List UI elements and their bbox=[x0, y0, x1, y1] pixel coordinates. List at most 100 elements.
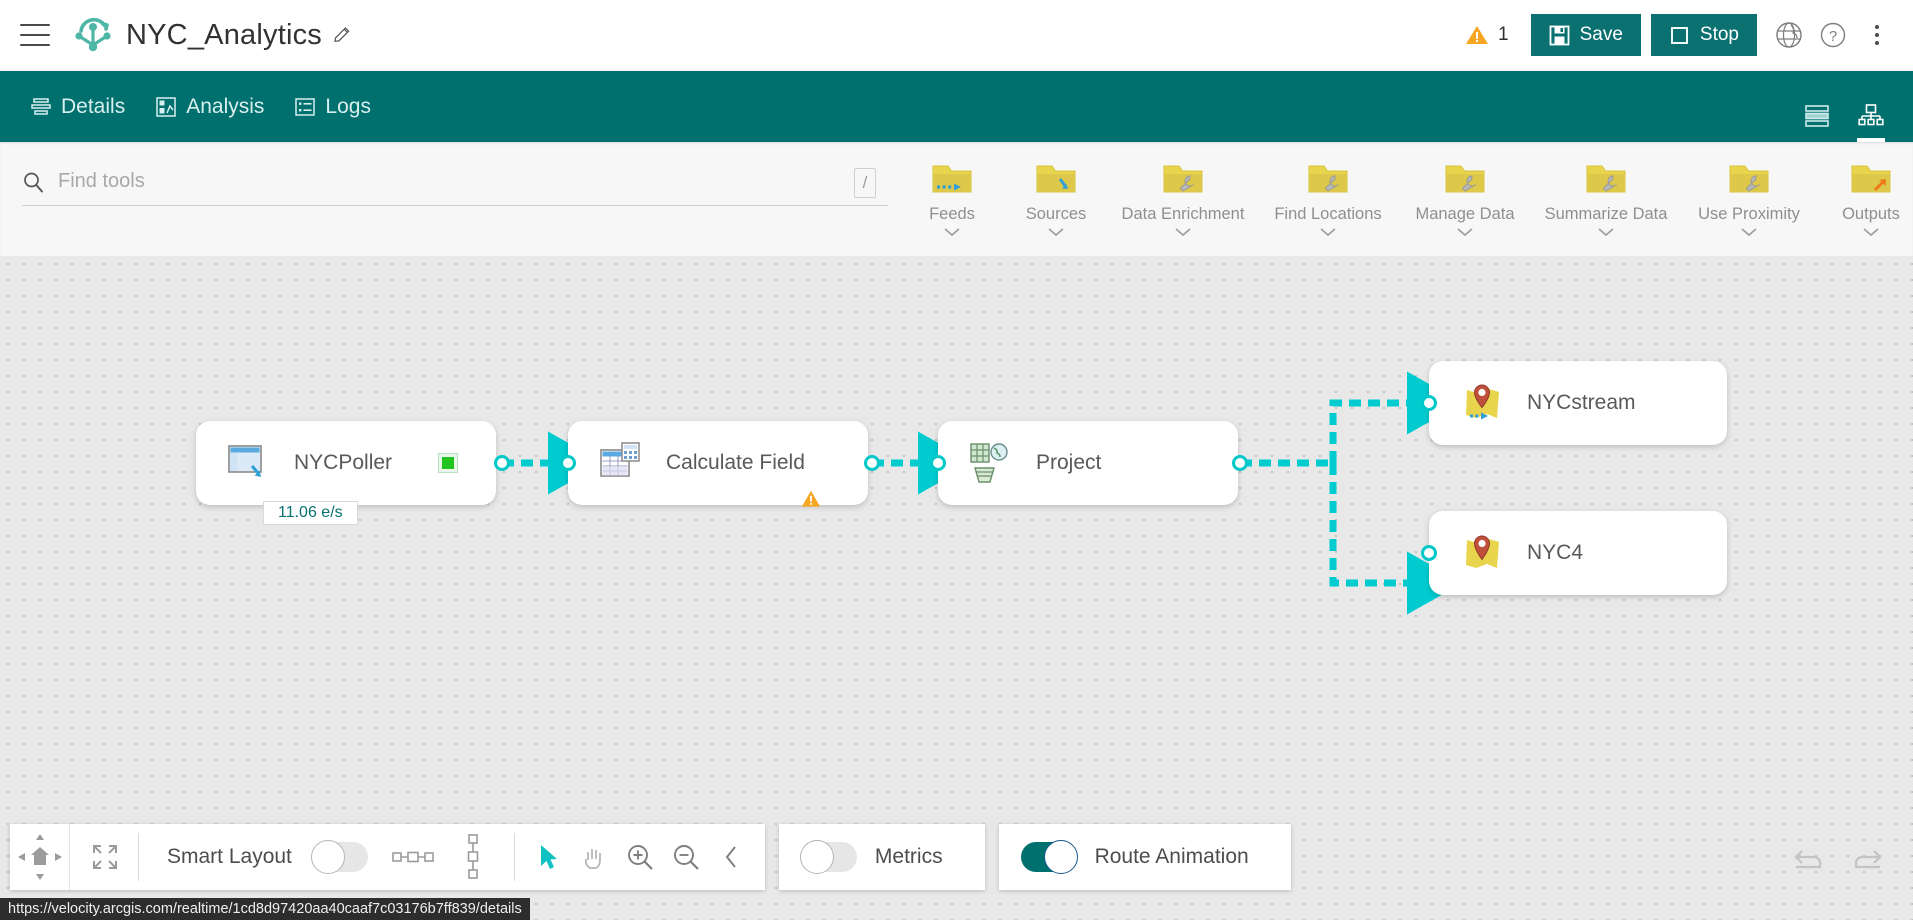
globe-icon[interactable] bbox=[1767, 13, 1811, 57]
chevron-down-icon bbox=[1457, 228, 1473, 237]
folder-tool-icon bbox=[1445, 165, 1485, 193]
feed-poller-icon bbox=[228, 445, 262, 477]
route-animation-label: Route Animation bbox=[1094, 845, 1249, 868]
category-manage-data-label: Manage Data bbox=[1415, 205, 1515, 223]
metrics-label: Metrics bbox=[874, 845, 943, 868]
category-summarize-data[interactable]: Summarize Data bbox=[1532, 158, 1680, 237]
category-find-locations[interactable]: Find Locations bbox=[1258, 158, 1398, 237]
smart-layout-toggle[interactable] bbox=[310, 840, 368, 874]
divider bbox=[513, 833, 515, 881]
route-animation-panel: Route Animation bbox=[998, 824, 1291, 890]
svg-text:?: ? bbox=[1829, 28, 1837, 45]
chevron-down-icon bbox=[1175, 228, 1191, 237]
select-arrow-icon[interactable] bbox=[525, 834, 571, 880]
canvas-tools-panel: Smart Layout bbox=[10, 824, 765, 890]
node-calculate-field-label: Calculate Field bbox=[666, 451, 805, 474]
port-nycstream-in[interactable] bbox=[1421, 395, 1437, 411]
search-icon bbox=[24, 172, 43, 192]
header-actions: 1 Save Stop bbox=[1465, 13, 1913, 57]
zoom-out-icon[interactable] bbox=[663, 834, 709, 880]
port-nycpoller-out[interactable] bbox=[494, 455, 510, 471]
pencil-icon[interactable] bbox=[332, 25, 352, 45]
horizontal-layout-icon[interactable] bbox=[390, 834, 436, 880]
node-nycpoller[interactable]: NYCPoller bbox=[196, 421, 496, 505]
kebab-menu-icon[interactable] bbox=[1855, 13, 1899, 57]
node-nycstream-label: NYCstream bbox=[1527, 391, 1636, 414]
tab-analysis-label: Analysis bbox=[186, 94, 265, 118]
category-use-proximity[interactable]: Use Proximity bbox=[1680, 158, 1818, 237]
throughput-label: 11.06 e/s bbox=[263, 501, 358, 525]
pan-hand-icon[interactable] bbox=[571, 834, 617, 880]
save-button[interactable]: Save bbox=[1530, 14, 1641, 56]
category-outputs-label: Outputs bbox=[1842, 205, 1900, 223]
feature-layer-output-icon bbox=[1466, 535, 1499, 568]
undo-icon[interactable] bbox=[1785, 836, 1831, 882]
node-calculate-field[interactable]: Calculate Field bbox=[568, 421, 868, 505]
category-manage-data[interactable]: Manage Data bbox=[1398, 158, 1532, 237]
node-nycstream[interactable]: NYCstream bbox=[1429, 361, 1727, 445]
workflow-canvas[interactable]: NYCPoller 11.06 e/s Calculate Field bbox=[0, 256, 1913, 920]
vertical-layout-icon[interactable] bbox=[450, 834, 496, 880]
port-nyc4-in[interactable] bbox=[1421, 545, 1437, 561]
fit-to-screen-icon[interactable] bbox=[82, 834, 128, 880]
redo-icon[interactable] bbox=[1845, 836, 1891, 882]
folder-tool-icon bbox=[1163, 165, 1203, 193]
canvas-toolbar: Smart Layout bbox=[10, 824, 1291, 890]
port-project-out[interactable] bbox=[1232, 455, 1248, 471]
category-sources[interactable]: Sources bbox=[1004, 158, 1108, 237]
tab-logs[interactable]: Logs bbox=[294, 95, 371, 119]
stop-square-icon bbox=[1670, 26, 1688, 44]
metrics-toggle[interactable] bbox=[799, 840, 857, 874]
tab-analysis[interactable]: Analysis bbox=[155, 95, 264, 119]
chevron-down-icon bbox=[1863, 228, 1879, 237]
tab-details[interactable]: Details bbox=[30, 95, 125, 119]
calculate-field-icon bbox=[600, 442, 640, 477]
page-title: NYC_Analytics bbox=[126, 18, 322, 51]
zoom-in-icon[interactable] bbox=[617, 834, 663, 880]
view-toggle-list[interactable] bbox=[1797, 90, 1837, 142]
divider bbox=[138, 833, 139, 881]
warning-indicator[interactable]: 1 bbox=[1465, 24, 1509, 46]
folder-feeds-icon bbox=[932, 165, 972, 193]
details-list-icon bbox=[31, 97, 51, 115]
tree-diagram-icon bbox=[1858, 104, 1884, 126]
folder-sources-icon bbox=[1036, 165, 1076, 193]
tab-logs-label: Logs bbox=[325, 94, 371, 118]
tool-search: / bbox=[22, 168, 888, 206]
view-mode-group bbox=[1797, 71, 1913, 142]
folder-tool-icon bbox=[1729, 165, 1769, 193]
stream-output-icon bbox=[1466, 384, 1499, 420]
save-label: Save bbox=[1579, 24, 1623, 45]
category-feeds-label: Feeds bbox=[929, 205, 975, 223]
hamburger-menu-icon[interactable] bbox=[20, 24, 50, 46]
category-data-enrichment[interactable]: Data Enrichment bbox=[1108, 158, 1258, 237]
stop-button[interactable]: Stop bbox=[1650, 14, 1757, 56]
tab-details-label: Details bbox=[61, 94, 126, 118]
category-feeds[interactable]: Feeds bbox=[900, 158, 1004, 237]
floppy-disk-icon bbox=[1549, 25, 1569, 45]
route-animation-toggle[interactable] bbox=[1020, 840, 1078, 874]
node-nycpoller-label: NYCPoller bbox=[294, 451, 393, 474]
node-nyc4[interactable]: NYC4 bbox=[1429, 511, 1727, 595]
node-project-label: Project bbox=[1036, 451, 1102, 474]
help-question-icon[interactable]: ? bbox=[1811, 13, 1855, 57]
category-data-enrichment-label: Data Enrichment bbox=[1121, 205, 1245, 223]
chevron-left-icon[interactable] bbox=[709, 834, 755, 880]
tool-strip: / Feeds bbox=[0, 142, 1913, 256]
status-bar-url: https://velocity.arcgis.com/realtime/1cd… bbox=[0, 898, 530, 920]
pan-home-icon[interactable] bbox=[10, 824, 70, 890]
folder-tool-icon bbox=[1308, 165, 1348, 193]
node-nyc4-label: NYC4 bbox=[1527, 541, 1584, 564]
status-badge bbox=[438, 453, 458, 473]
node-warning-icon[interactable] bbox=[801, 489, 821, 508]
port-calculate-field-in[interactable] bbox=[560, 455, 576, 471]
node-project[interactable]: Project bbox=[938, 421, 1238, 505]
port-calculate-field-out[interactable] bbox=[864, 455, 880, 471]
category-use-proximity-label: Use Proximity bbox=[1698, 205, 1800, 223]
category-outputs[interactable]: Outputs bbox=[1818, 158, 1913, 237]
stop-label: Stop bbox=[1699, 24, 1739, 45]
port-project-in[interactable] bbox=[930, 455, 946, 471]
view-toggle-diagram[interactable] bbox=[1851, 90, 1891, 142]
search-input[interactable] bbox=[58, 170, 888, 193]
